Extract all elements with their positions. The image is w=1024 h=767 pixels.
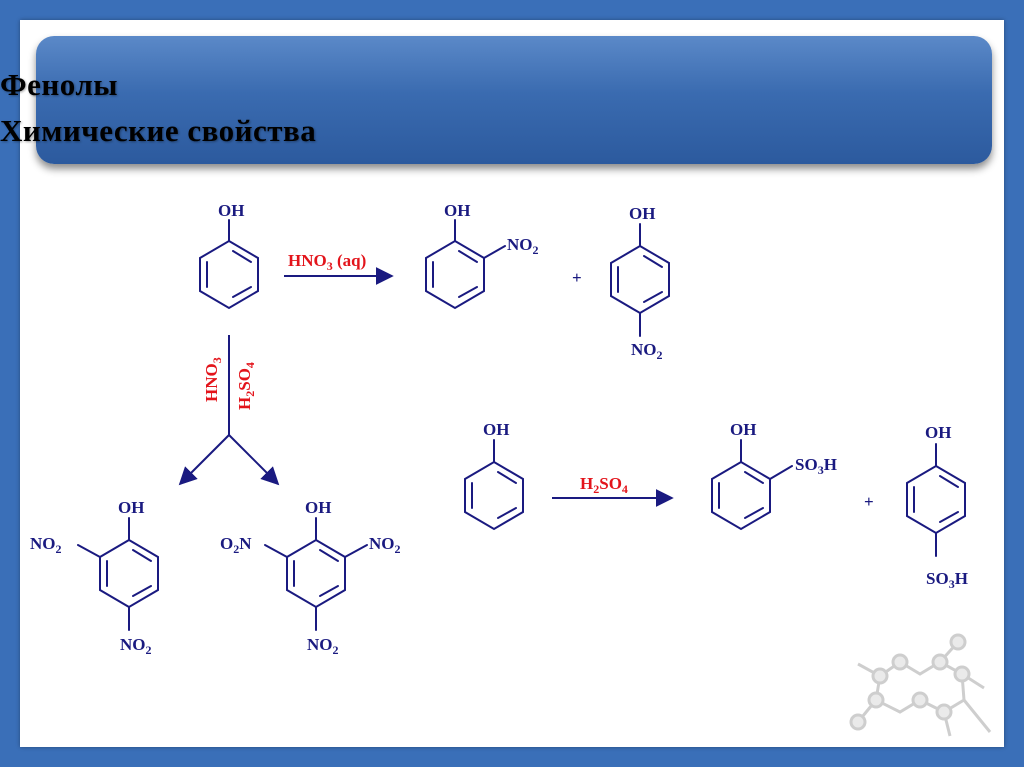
oh-label: OH <box>305 498 331 517</box>
no2-label: NO2 <box>30 534 62 556</box>
para-nitrophenol-structure <box>610 223 670 337</box>
dinitrophenol-structure <box>77 517 159 631</box>
so3h-label: SO3H <box>926 569 968 591</box>
no2-label: NO2 <box>307 635 339 657</box>
oh-label: OH <box>444 201 470 220</box>
oh-label: OH <box>483 420 509 439</box>
slide-subtitle: Химические свойства <box>0 113 317 148</box>
title-banner <box>36 36 992 164</box>
branch-arrow-right <box>228 434 280 486</box>
oh-label: OH <box>218 201 244 220</box>
no2-label: NO2 <box>507 235 539 257</box>
o2n-label: O2N <box>220 534 252 556</box>
no2-label: NO2 <box>369 534 401 556</box>
nitric-acid-reagent-vertical: HNO3 <box>202 357 224 402</box>
no2-label: NO2 <box>631 340 663 362</box>
no2-label: NO2 <box>120 635 152 657</box>
para-sulfonic-acid-structure <box>906 443 966 557</box>
ortho-nitrophenol-structure <box>425 219 506 310</box>
plus-sign: + <box>864 492 874 511</box>
sulfuric-acid-reagent: H2SO4 <box>580 474 628 496</box>
phenol-structure <box>199 219 259 310</box>
dilute-nitric-acid-reagent: HNO3 (aq) <box>288 251 366 273</box>
oh-label: OH <box>629 204 655 223</box>
picric-acid-structure <box>264 517 368 631</box>
decorative-molecule-watermark <box>849 633 992 737</box>
ortho-sulfonic-acid-structure <box>711 439 793 531</box>
so3h-label: SO3H <box>795 455 837 477</box>
slide-title: Фенолы <box>0 67 118 102</box>
oh-label: OH <box>925 423 951 442</box>
branch-arrow-left <box>178 434 230 486</box>
sulfuric-acid-reagent-vertical: H2SO4 <box>235 362 257 410</box>
oh-label: OH <box>118 498 144 517</box>
plus-sign: + <box>572 268 582 287</box>
phenol-sulfonation-structure <box>464 439 524 531</box>
oh-label: OH <box>730 420 756 439</box>
